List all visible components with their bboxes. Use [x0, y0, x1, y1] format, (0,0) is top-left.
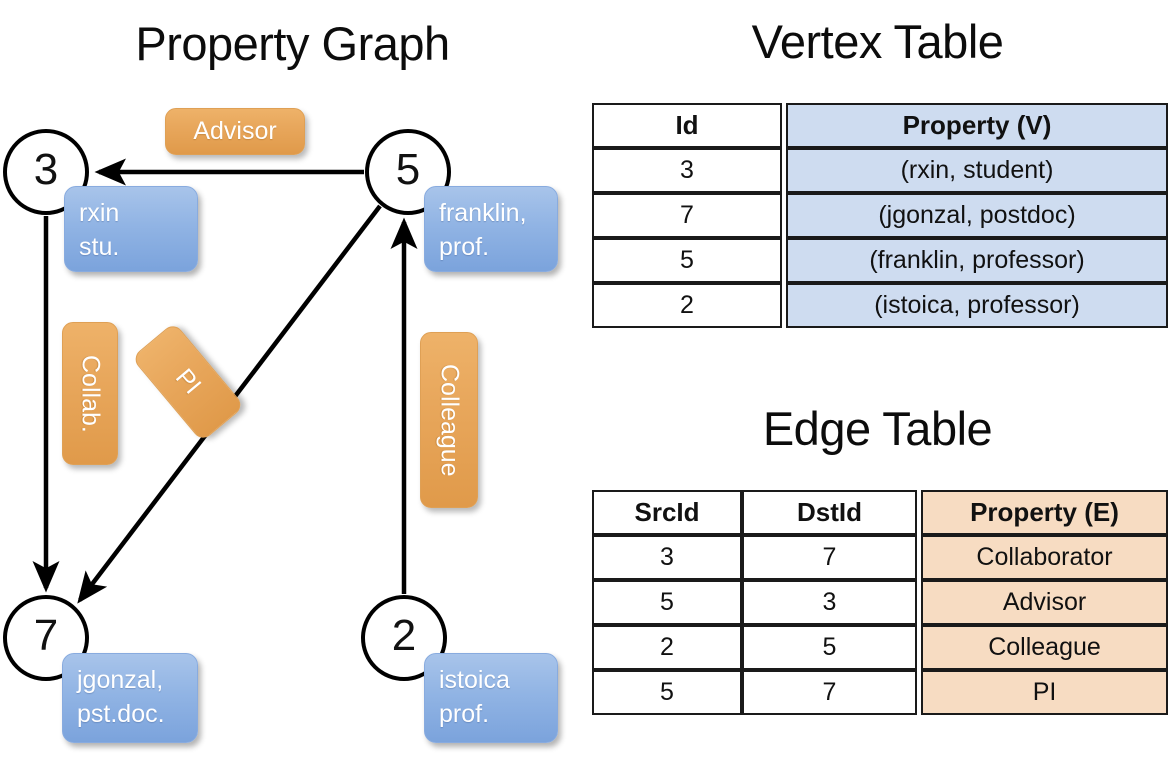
graph-node-2[interactable]: 2 [361, 595, 447, 681]
edge-cell-property: Collaborator [921, 535, 1168, 580]
edge-cell-dstid: 7 [742, 535, 917, 580]
node-property-line-1: istoica [439, 666, 510, 694]
edge-label-collab-text: Collab. [76, 354, 105, 433]
node-property-box-rxin[interactable]: rxin stu. [64, 186, 198, 272]
vertex-cell-id: 5 [592, 238, 782, 283]
node-property-line-1: rxin [79, 199, 120, 227]
edge-label-pi-text: PI [170, 363, 207, 400]
table-row[interactable]: 5 7 PI [592, 670, 1168, 715]
vertex-cell-property: (rxin, student) [786, 148, 1168, 193]
vertex-cell-id: 2 [592, 283, 782, 328]
vertex-cell-property: (istoica, professor) [786, 283, 1168, 328]
edge-label-advisor-text: Advisor [193, 117, 277, 145]
edge-cell-srcid: 5 [592, 580, 742, 625]
edge-table: SrcId DstId Property (E) 3 7 Collaborato… [592, 490, 1168, 715]
vertex-table-header-id: Id [592, 103, 782, 148]
edge-table-header-srcid: SrcId [592, 490, 742, 535]
edge-cell-dstid: 7 [742, 670, 917, 715]
edge-cell-srcid: 5 [592, 670, 742, 715]
vertex-table: Id Property (V) 3 (rxin, student) 7 (jgo… [592, 103, 1168, 328]
edge-cell-dstid: 3 [742, 580, 917, 625]
table-row[interactable]: 2 (istoica, professor) [592, 283, 1168, 328]
edge-cell-property: Colleague [921, 625, 1168, 670]
edge-cell-srcid: 2 [592, 625, 742, 670]
node-property-line-2: prof. [439, 699, 490, 728]
table-row[interactable]: 5 3 Advisor [592, 580, 1168, 625]
graph-node-3-label: 3 [33, 145, 59, 194]
vertex-table-header-property: Property (V) [786, 103, 1168, 148]
edge-table-header-row: SrcId DstId Property (E) [592, 490, 1168, 535]
table-row[interactable]: 3 7 Collaborator [592, 535, 1168, 580]
edge-cell-property: PI [921, 670, 1168, 715]
table-row[interactable]: 3 (rxin, student) [592, 148, 1168, 193]
edge-cell-property: Advisor [921, 580, 1168, 625]
node-property-line-2: pst.doc. [77, 699, 165, 728]
graph-node-5-label: 5 [395, 145, 421, 194]
graph-node-2-label: 2 [391, 611, 417, 660]
table-row[interactable]: 2 5 Colleague [592, 625, 1168, 670]
edge-cell-srcid: 3 [592, 535, 742, 580]
edge-label-colleague-text: Colleague [435, 363, 464, 477]
vertex-cell-property: (franklin, professor) [786, 238, 1168, 283]
vertex-cell-id: 3 [592, 148, 782, 193]
vertex-table-header-row: Id Property (V) [592, 103, 1168, 148]
property-graph-diagram: 3 5 7 2 rxin stu. franklin, prof. jgonza… [3, 108, 558, 743]
node-property-line-2: stu. [79, 232, 120, 261]
node-property-line-2: prof. [439, 232, 490, 261]
node-property-line-1: franklin, [439, 199, 527, 227]
node-property-line-1: jgonzal, [77, 666, 164, 694]
page-title-edge-table: Edge Table [762, 402, 993, 455]
edge-table-header-dstid: DstId [742, 490, 917, 535]
edge-cell-dstid: 5 [742, 625, 917, 670]
edge-label-colleague[interactable]: Colleague [420, 332, 478, 508]
graph-node-7-label: 7 [33, 611, 59, 660]
table-row[interactable]: 5 (franklin, professor) [592, 238, 1168, 283]
node-property-box-jgonzal[interactable]: jgonzal, pst.doc. [62, 653, 198, 743]
node-property-box-franklin[interactable]: franklin, prof. [424, 186, 558, 272]
graph-node-5[interactable]: 5 [365, 129, 451, 215]
edge-label-advisor[interactable]: Advisor [165, 108, 305, 155]
table-row[interactable]: 7 (jgonzal, postdoc) [592, 193, 1168, 238]
page-title-vertex-table: Vertex Table [751, 15, 1004, 68]
vertex-cell-id: 7 [592, 193, 782, 238]
edge-table-header-property: Property (E) [921, 490, 1168, 535]
page-title-property-graph: Property Graph [135, 17, 450, 70]
vertex-cell-property: (jgonzal, postdoc) [786, 193, 1168, 238]
edge-label-collab[interactable]: Collab. [62, 322, 118, 465]
node-property-box-istoica[interactable]: istoica prof. [424, 653, 558, 743]
